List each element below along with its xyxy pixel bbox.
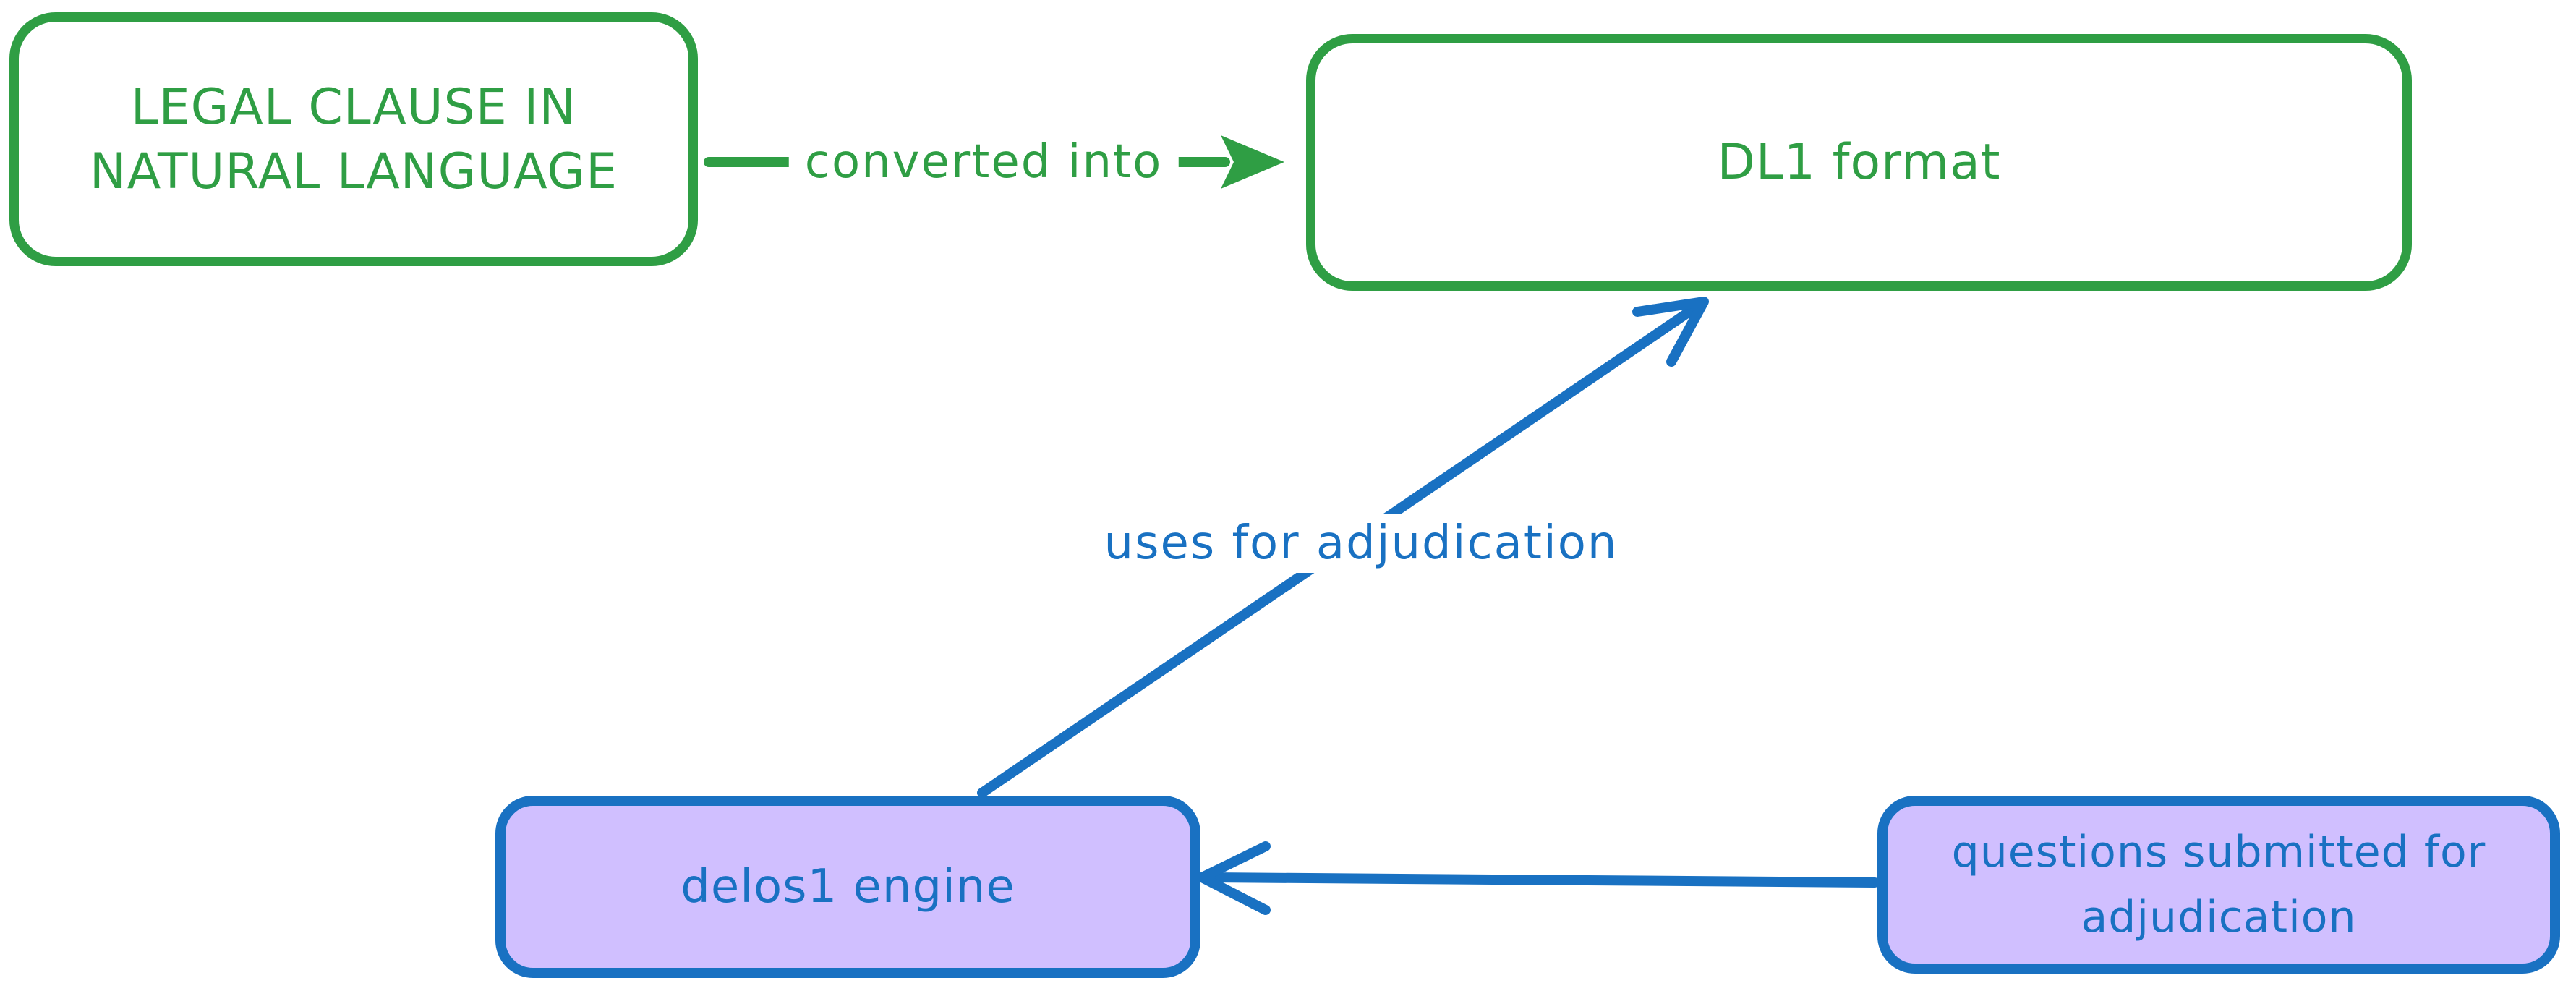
node-dl1-format: DL1 format — [1306, 34, 2412, 291]
node-questions-line1: questions submitted for — [1951, 827, 2486, 877]
node-dl1-format-label: DL1 format — [1717, 134, 2001, 191]
arrowhead-left-icon — [1197, 841, 1271, 915]
node-delos1-engine-label: delos1 engine — [681, 860, 1015, 914]
node-legal-clause-line2: NATURAL LANGUAGE — [89, 143, 618, 200]
node-questions-line2: adjudication — [2081, 892, 2357, 943]
node-delos1-engine: delos1 engine — [495, 796, 1200, 978]
node-legal-clause-label: LEGAL CLAUSE IN NATURAL LANGUAGE — [90, 75, 618, 204]
edge-label-uses-for-adjudication: uses for adjudication — [1085, 514, 1637, 573]
edge-label-converted-into: converted into — [788, 132, 1179, 192]
arrowhead-right-icon — [1221, 135, 1284, 189]
questions-to-engine-arrow — [1197, 841, 1880, 915]
questions-to-engine-arrow-line — [1204, 872, 1880, 888]
node-questions-label: questions submitted for adjudication — [1952, 820, 2486, 950]
node-legal-clause: LEGAL CLAUSE IN NATURAL LANGUAGE — [9, 12, 698, 266]
node-questions: questions submitted for adjudication — [1877, 796, 2560, 974]
arrowhead-up-right-icon — [1632, 297, 1709, 367]
node-legal-clause-line1: LEGAL CLAUSE IN — [130, 78, 577, 136]
